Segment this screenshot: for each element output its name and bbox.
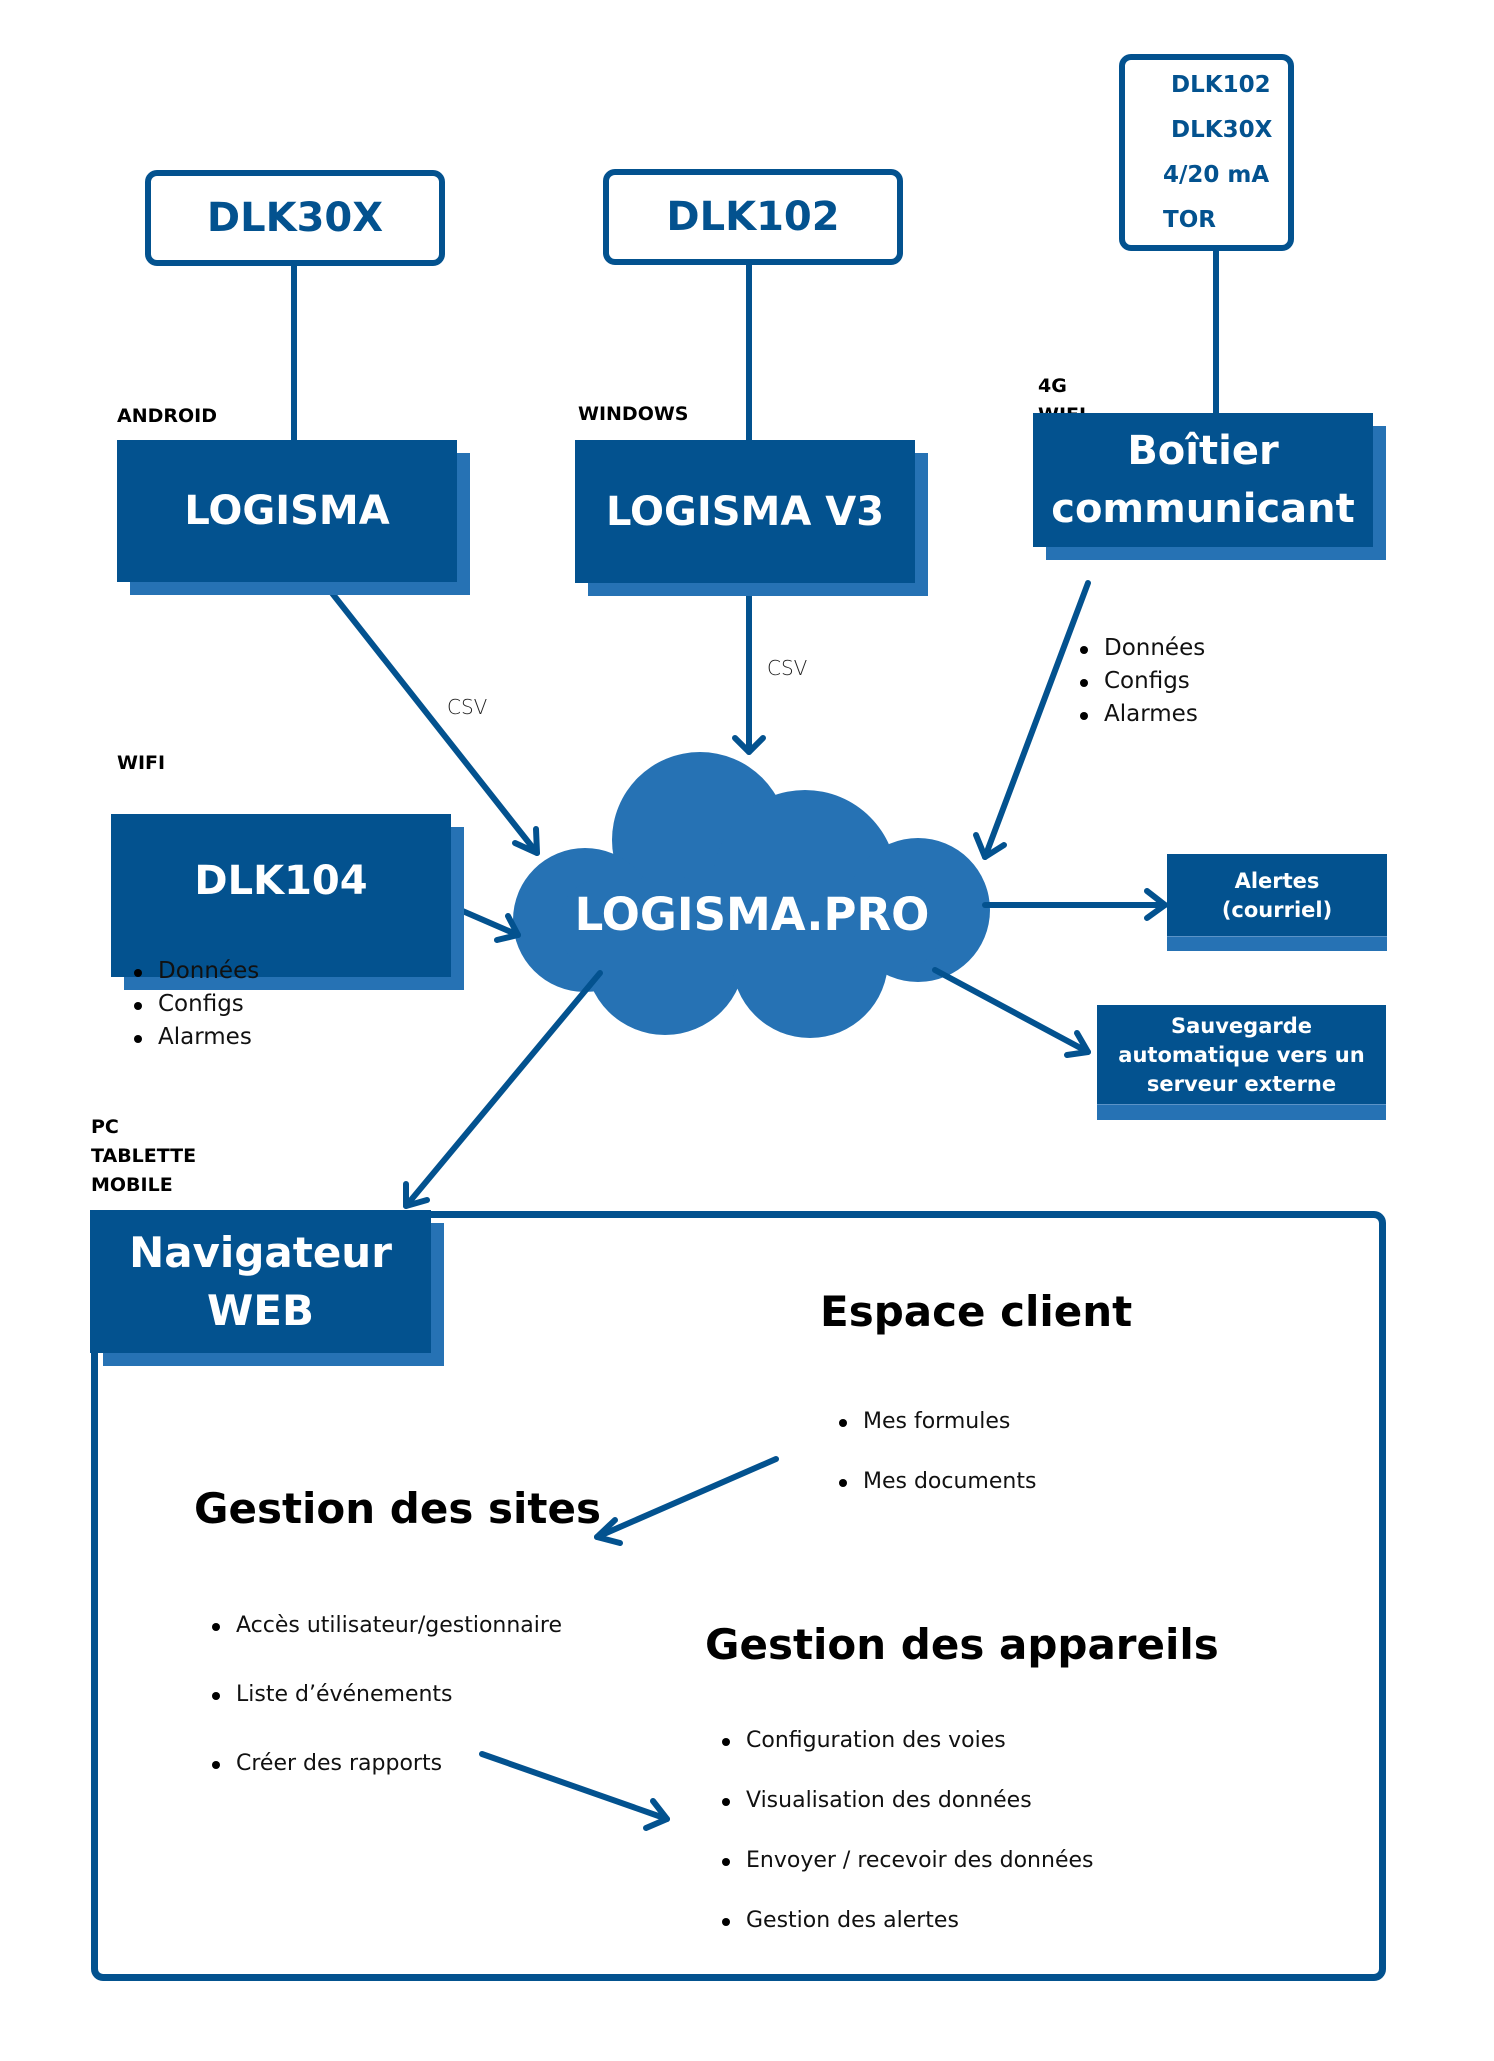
arrow-boitier-to-cloud: [973, 580, 1091, 860]
label-dlk104-wifi: WIFI: [117, 752, 166, 774]
device-label-dlk30x: DLK30X: [206, 195, 384, 241]
arrow-cloud-to-navigateur: [403, 970, 603, 1209]
list-item[interactable]: Mes documents: [839, 1452, 1036, 1512]
label-4g: 4G: [1038, 375, 1067, 397]
cloud-label: LOGISMA.PRO: [574, 888, 930, 941]
device-box-dlk104: DLK104: [111, 814, 451, 977]
sauvegarde-line2: automatique vers un: [1118, 1042, 1365, 1067]
output-box-sauvegarde: Sauvegarde automatique vers un serveur e…: [1097, 1005, 1386, 1120]
output-box-alertes: Alertes (courriel): [1167, 854, 1387, 951]
arrow-espace-to-sites: [594, 1456, 779, 1546]
espace-client-list: Mes formules Mes documents: [839, 1392, 1036, 1512]
boitier-label-line1: Boîtier: [1127, 428, 1279, 474]
heading-gestion-sites: Gestion des sites: [194, 1484, 601, 1533]
sauvegarde-line1: Sauvegarde: [1170, 1013, 1312, 1038]
list-item[interactable]: Envoyer / recevoir des données: [722, 1831, 1093, 1891]
software-box-navigateur: Navigateur WEB: [90, 1210, 431, 1353]
alertes-band: [1167, 936, 1387, 951]
alertes-line1: Alertes: [1234, 868, 1320, 893]
heading-espace-client: Espace client: [820, 1287, 1133, 1336]
list-item: Données: [134, 955, 259, 988]
label-windows: WINDOWS: [578, 403, 689, 425]
list-item[interactable]: Visualisation des données: [722, 1771, 1093, 1831]
heading-gestion-appareils: Gestion des appareils: [705, 1620, 1219, 1669]
list-item[interactable]: Mes formules: [839, 1392, 1036, 1452]
list-item: Configs: [1080, 665, 1205, 698]
list-item[interactable]: Gestion des alertes: [722, 1891, 1093, 1951]
list-item: Configs: [134, 988, 259, 1021]
device-label-dlk104: DLK104: [194, 857, 368, 904]
gestion-sites-list: Accès utilisateur/gestionnaire Liste d’é…: [212, 1591, 562, 1798]
gestion-appareils-list: Configuration des voies Visualisation de…: [722, 1711, 1093, 1951]
sauvegarde-line3: serveur externe: [1146, 1071, 1337, 1096]
navigateur-label-line1: Navigateur: [129, 1227, 392, 1277]
label-tablette: TABLETTE: [91, 1145, 197, 1167]
navigateur-label-line2: WEB: [206, 1285, 315, 1335]
software-label-logisma: LOGISMA: [184, 488, 390, 534]
list-item: Données: [1080, 632, 1205, 665]
label-android: ANDROID: [117, 405, 218, 427]
device-box-dlk30x: DLK30X: [145, 170, 445, 266]
device-label-dlk102: DLK102: [666, 194, 840, 240]
boitier-label-line2: communicant: [1051, 486, 1355, 532]
connector-label-csv-left: CSV: [447, 695, 488, 719]
input-label-dlk102: DLK102: [1171, 71, 1271, 98]
cloud-shape: [513, 752, 990, 1038]
list-item[interactable]: Liste d’événements: [212, 1660, 562, 1729]
list-item[interactable]: Créer des rapports: [212, 1729, 562, 1798]
list-item: Alarmes: [134, 1021, 259, 1054]
connector-label-csv-center: CSV: [767, 656, 808, 680]
input-label-4-20ma: 4/20 mA: [1163, 161, 1270, 188]
software-label-logisma-v3: LOGISMA V3: [605, 488, 885, 535]
list-item: Alarmes: [1080, 698, 1205, 731]
arrow-logisma-to-cloud: [325, 585, 540, 856]
list-item[interactable]: Configuration des voies: [722, 1711, 1093, 1771]
device-box-dlk102: DLK102: [603, 169, 903, 265]
arrow-cloud-to-sauvegarde: [932, 967, 1091, 1058]
arrow-cloud-to-alertes: [982, 888, 1168, 921]
input-label-dlk30x: DLK30X: [1171, 116, 1273, 143]
arrow-sites-to-appareils: [479, 1751, 670, 1831]
software-box-logisma: LOGISMA: [117, 440, 457, 582]
software-box-logisma-v3: LOGISMA V3: [575, 440, 915, 583]
label-pc: PC: [91, 1116, 119, 1138]
label-mobile: MOBILE: [91, 1174, 173, 1196]
arrow-logisma-v3-to-cloud: [732, 580, 766, 755]
input-label-tor: TOR: [1163, 206, 1216, 233]
label-navigateur-devices: PC TABLETTE MOBILE: [91, 1113, 196, 1200]
sauvegarde-band: [1097, 1104, 1386, 1120]
device-box-boitier-inputs: DLK102 DLK30X 4/20 mA TOR: [1119, 54, 1294, 251]
dlk104-feature-list: Données Configs Alarmes: [134, 955, 259, 1054]
web-portal-frame: [91, 1211, 1386, 1981]
alertes-line2: (courriel): [1221, 897, 1333, 922]
software-box-boitier: Boîtier communicant: [1033, 413, 1373, 547]
boitier-feature-list: Données Configs Alarmes: [1080, 632, 1205, 731]
list-item[interactable]: Accès utilisateur/gestionnaire: [212, 1591, 562, 1660]
